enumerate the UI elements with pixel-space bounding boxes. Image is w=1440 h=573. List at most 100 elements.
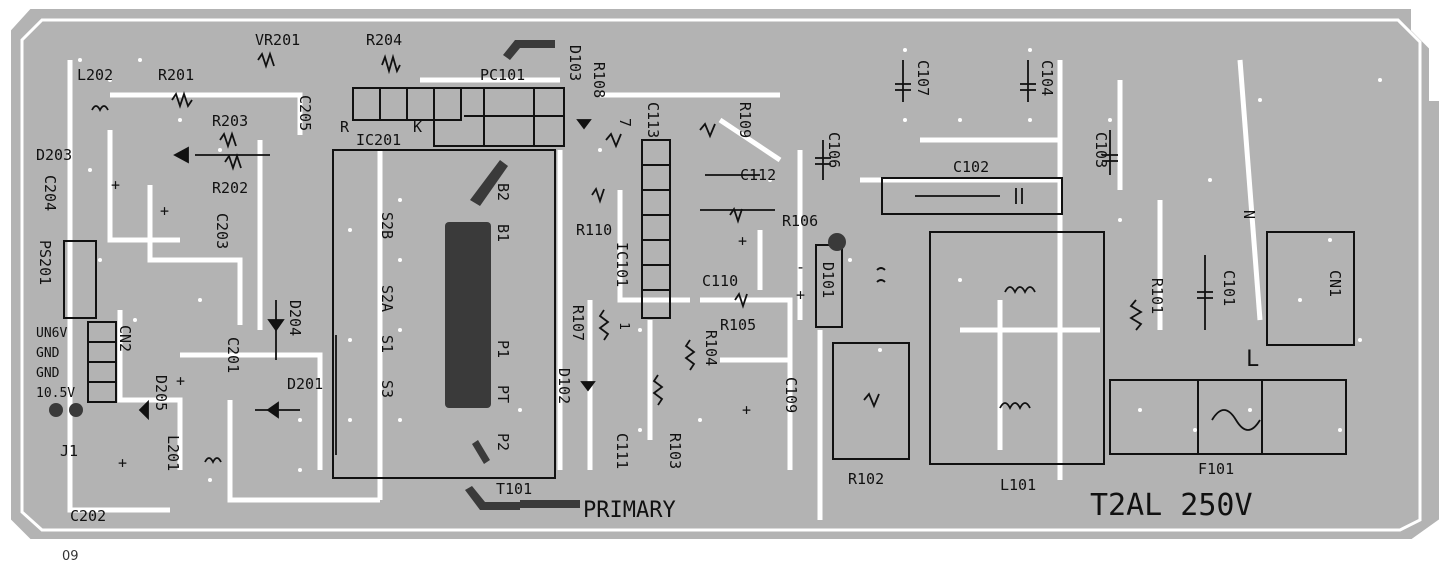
label-d205: D205 (152, 375, 170, 411)
ps201-outline (63, 240, 97, 319)
label-b2: B2 (494, 183, 512, 201)
label-d102: D102 (555, 368, 573, 404)
page-number: 09 (62, 549, 79, 564)
label-s1: S1 (378, 335, 396, 353)
label-c103: C103 (1092, 132, 1110, 168)
label-gnd-1: GND (36, 346, 60, 361)
label-c106: C106 (825, 132, 843, 168)
label-un6v: UN6V (36, 326, 67, 341)
label-d103: D103 (566, 45, 584, 81)
label-10-5v: 10.5V (36, 386, 75, 401)
label-r105: R105 (720, 316, 756, 334)
isolation-traces (67, 59, 1263, 520)
f101-outline (1109, 379, 1347, 455)
label-c202: C202 (70, 507, 106, 525)
label-c102: C102 (953, 158, 989, 176)
label-r109: R109 (736, 102, 754, 138)
label-r201: R201 (158, 66, 194, 84)
label-gnd-2: GND (36, 366, 60, 381)
r103-zigzag (652, 374, 664, 406)
d101-wave (876, 267, 886, 283)
label-s3: S3 (378, 380, 396, 398)
label-c104: C104 (1038, 60, 1056, 96)
j1-pad-left (49, 403, 63, 417)
r102-zigzag (863, 392, 880, 409)
label-plus-4: + (118, 454, 127, 472)
label-l202: L202 (77, 66, 113, 84)
l101-outline (929, 231, 1105, 465)
label-l201: L201 (164, 435, 182, 471)
label-s2a: S2A (378, 285, 396, 312)
label-plus-3: + (176, 372, 185, 390)
r105-zigzag (734, 291, 748, 309)
l202-coil (91, 105, 109, 113)
l101-coil-bottom (999, 402, 1031, 411)
label-c111: C111 (613, 433, 631, 469)
t101-outline (332, 149, 556, 479)
label-k-mark: K (413, 118, 422, 136)
label-ic101: IC101 (613, 242, 631, 287)
label-d203: D203 (36, 146, 72, 164)
dark-features (49, 40, 846, 510)
label-plus-2: + (160, 202, 169, 220)
board-outline (9, 7, 1440, 541)
label-c107: C107 (914, 60, 932, 96)
board-inner-edge (20, 18, 1422, 532)
label-plus-1: + (111, 176, 120, 194)
label-pin1: 1 (616, 322, 631, 330)
silkscreen-outlines (63, 87, 1355, 479)
label-c101: C101 (1220, 270, 1238, 306)
l201-coil (204, 457, 222, 465)
label-r108: R108 (590, 62, 608, 98)
label-d201: D201 (287, 375, 323, 393)
label-s2b: S2B (378, 212, 396, 239)
label-r103: R103 (666, 433, 684, 469)
vr201-zigzag (257, 51, 275, 69)
label-t101: T101 (496, 480, 532, 498)
r108-zigzag (605, 132, 622, 149)
f101-fuse-wave (1211, 409, 1261, 431)
label-c205: C205 (296, 95, 314, 131)
label-l: L (1246, 347, 1259, 372)
cn1-outline (1266, 231, 1355, 346)
label-f101: F101 (1198, 460, 1234, 478)
r202-zigzag (224, 153, 242, 171)
label-r202: R202 (212, 179, 248, 197)
t101-core (445, 222, 491, 408)
r107-zigzag (598, 309, 610, 341)
label-c110: C110 (702, 272, 738, 290)
label-r102: R102 (848, 470, 884, 488)
component-symbols (91, 51, 1261, 465)
r110-zigzag (591, 186, 605, 204)
label-fuse-rating: T2AL 250V (1090, 488, 1253, 523)
label-pc101: PC101 (480, 66, 525, 84)
label-d101: D101 (819, 262, 837, 298)
c102-outline (881, 177, 1063, 215)
label-c109: C109 (782, 377, 800, 413)
label-p1: P1 (494, 340, 512, 358)
label-ic201: IC201 (356, 131, 401, 149)
label-r106: R106 (782, 212, 818, 230)
r204-zigzag (381, 53, 401, 75)
label-l101: L101 (1000, 476, 1036, 494)
label-r101: R101 (1148, 278, 1166, 314)
label-pin7: 7 (616, 118, 634, 127)
label-cn1: CN1 (1326, 270, 1344, 297)
r101-zigzag (1129, 299, 1143, 331)
label-pt: PT (494, 385, 512, 403)
label-c201: C201 (224, 337, 242, 373)
label-j1: J1 (60, 442, 78, 460)
r109-zigzag (699, 122, 716, 139)
j1-pad-right (69, 403, 83, 417)
label-r204: R204 (366, 31, 402, 49)
label-r110: R110 (576, 221, 612, 239)
label-r-mark: R (340, 118, 350, 136)
label-c112: C112 (740, 166, 776, 184)
label-p2: P2 (494, 433, 512, 451)
r201-zigzag (171, 91, 193, 109)
via-dots (78, 48, 1382, 482)
r106-zigzag (729, 206, 743, 224)
label-r107: R107 (569, 305, 587, 341)
label-b1: B1 (494, 224, 512, 242)
